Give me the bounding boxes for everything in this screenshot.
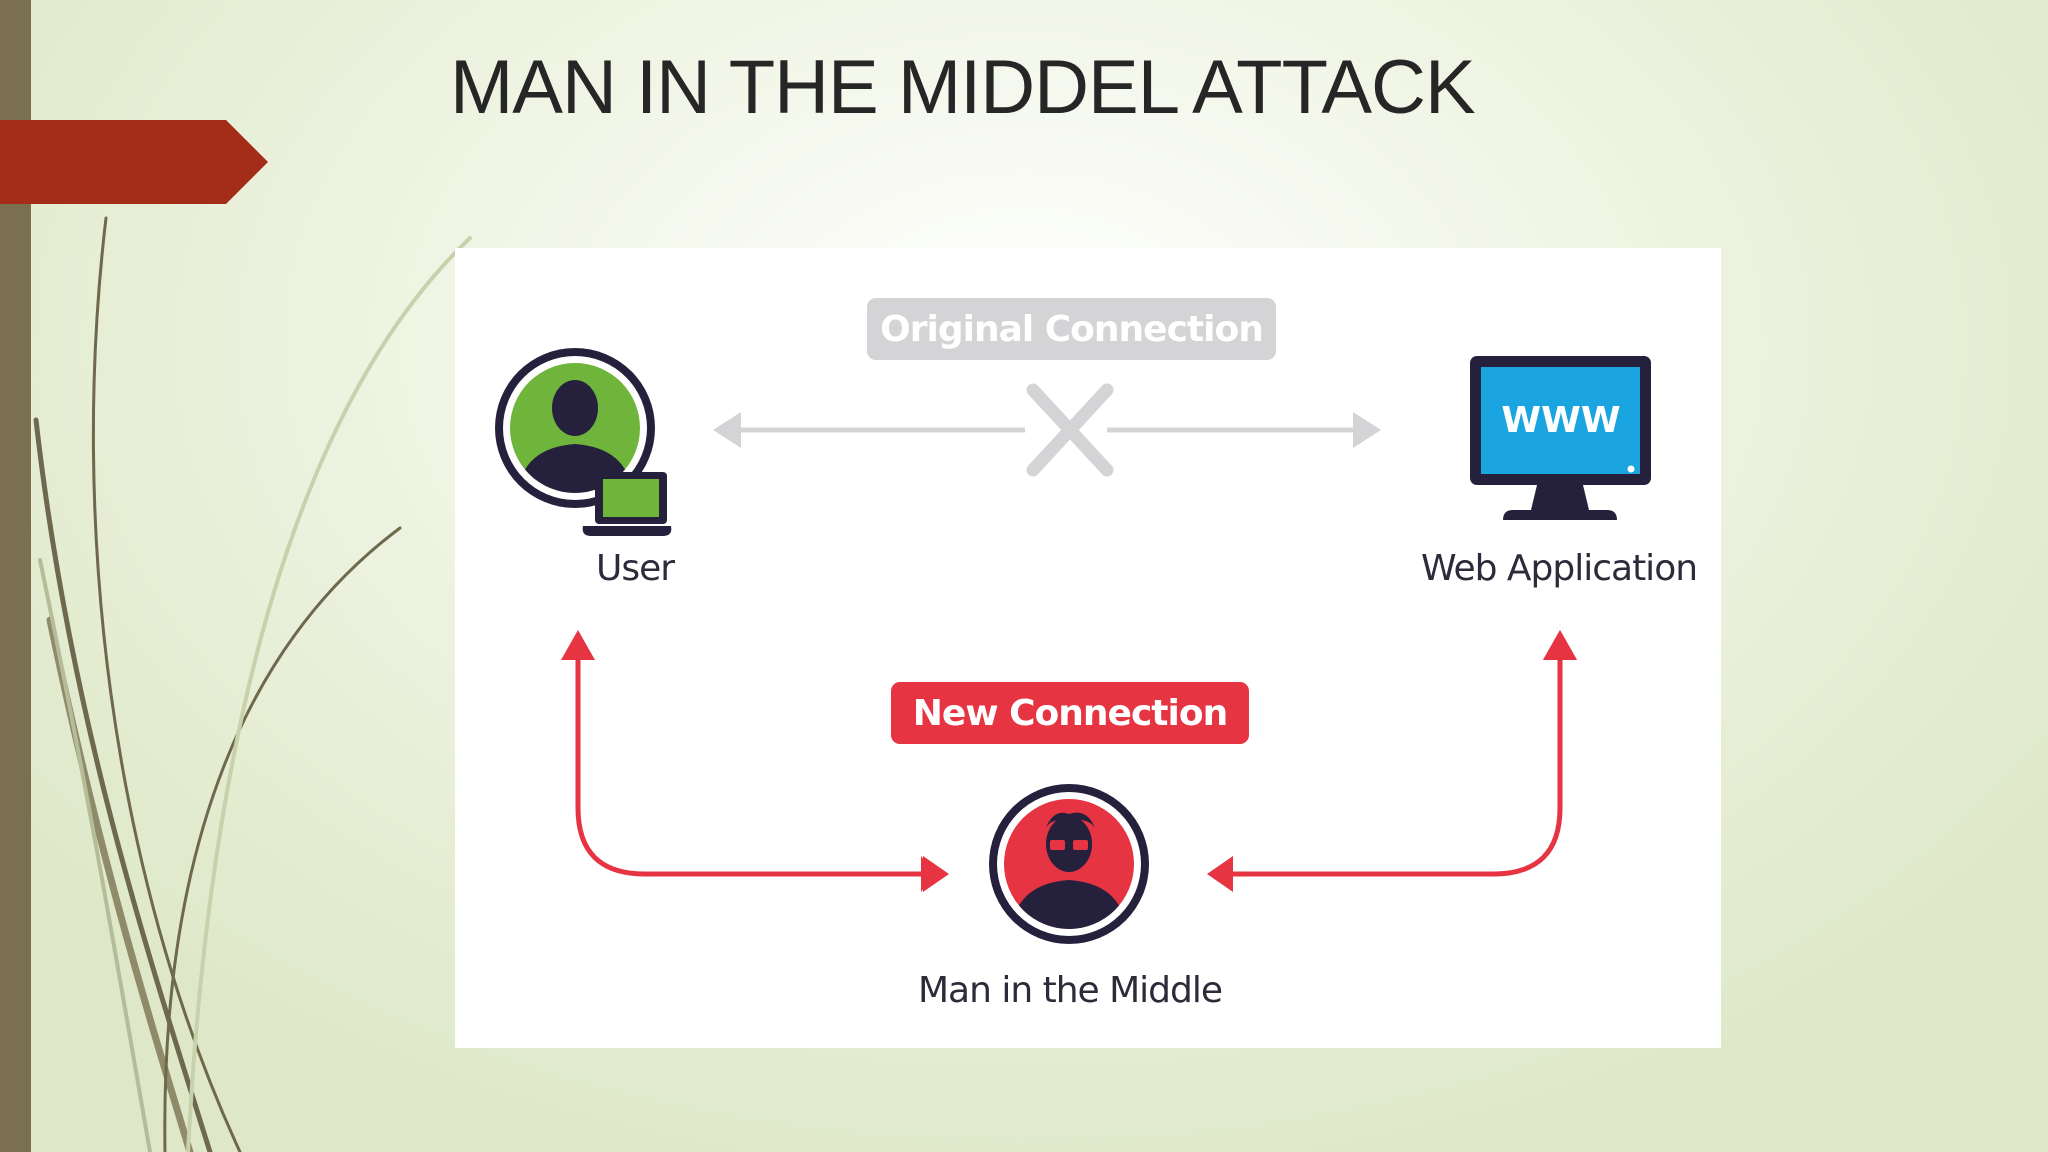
- user-label: User: [595, 548, 675, 589]
- laptop-icon: [582, 472, 672, 536]
- broken-connection-x-icon: [1026, 383, 1114, 477]
- user-avatar-icon: [495, 348, 655, 508]
- arrowhead-up-user-icon: [561, 630, 595, 660]
- mitm-diagram: WWW Original Connection New Connection U…: [455, 248, 1721, 1048]
- original-connection-arrow: [713, 412, 1381, 448]
- arrowhead-left-into-mitm-icon: [1207, 856, 1233, 892]
- attacker-avatar-icon: [989, 784, 1149, 944]
- web-mitm-path: [1225, 658, 1563, 877]
- arrowhead-up-web-icon: [1543, 630, 1577, 660]
- arrowhead-right-icon: [1353, 412, 1381, 448]
- red-title-tab: [0, 120, 268, 204]
- new-connection-arrows: [575, 658, 1563, 877]
- diagram-graphics: WWW: [495, 348, 1651, 944]
- new-connection-badge: New Connection: [891, 682, 1249, 744]
- monitor-www-text: WWW: [1501, 400, 1620, 441]
- slide-title: MAN IN THE MIDDEL ATTACK: [450, 45, 1476, 130]
- man-in-the-middle-label: Man in the Middle: [917, 970, 1223, 1011]
- web-application-label: Web Application: [1420, 548, 1698, 589]
- arrowhead-right-into-mitm-icon: [923, 856, 949, 892]
- decorative-swoosh-lines: [33, 216, 472, 1152]
- monitor-icon: WWW: [1470, 356, 1651, 520]
- original-connection-badge: Original Connection: [867, 298, 1276, 360]
- user-mitm-path: [575, 658, 925, 877]
- arrowhead-left-icon: [713, 412, 741, 448]
- sunglasses-icon: [1048, 838, 1090, 852]
